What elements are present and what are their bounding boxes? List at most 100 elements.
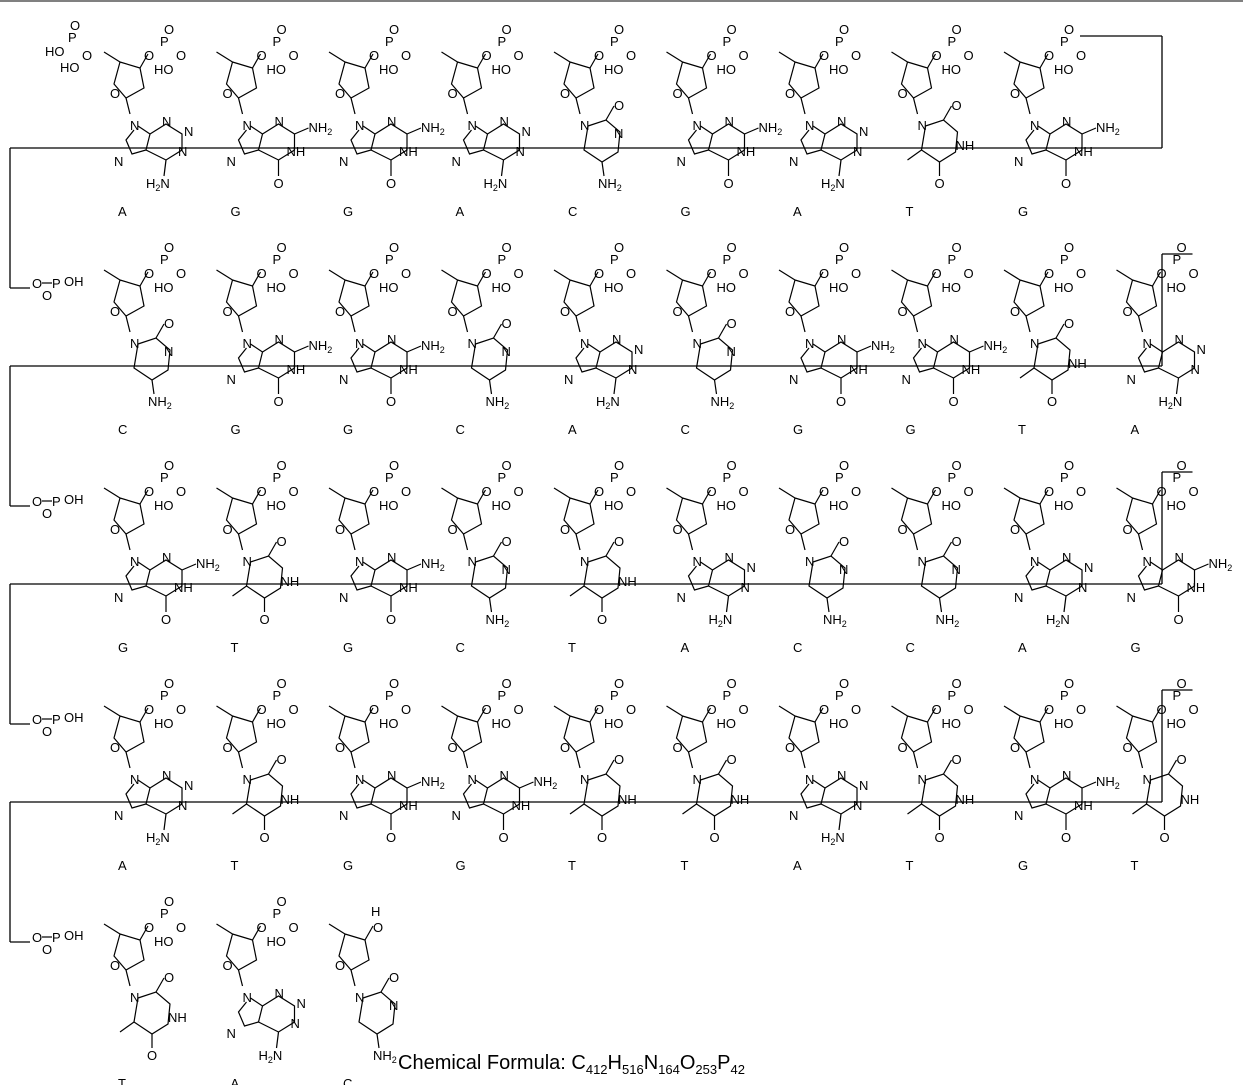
ester-oxygen: O: [144, 484, 154, 499]
phosphate-oxo: O: [952, 458, 962, 473]
chemical-formula: Chemical Formula: C412H516N164O253P42: [398, 1052, 745, 1077]
ester-oxygen: O: [1044, 48, 1054, 63]
phosphate-oxygen: O: [401, 484, 411, 499]
carbonyl-oxygen: O: [1174, 612, 1184, 627]
n1-atom: N: [918, 772, 927, 787]
n3-atom: N: [500, 768, 509, 783]
ester-oxygen: O: [257, 702, 267, 717]
phosphorus-atom: P: [68, 30, 77, 45]
carbonyl-bond: [1055, 323, 1065, 339]
phosphate-oxygen: O: [514, 702, 524, 717]
phosphate-oxo: O: [32, 930, 42, 945]
phosphorus-atom: P: [610, 252, 619, 267]
amine-bond: [376, 1033, 380, 1049]
ring-oxygen: O: [898, 86, 908, 101]
carbonyl-oxygen: O: [836, 394, 846, 409]
deoxyribose-ring: [1125, 715, 1158, 753]
ring-oxygen: O: [335, 86, 345, 101]
imidazole-ring: [1025, 125, 1051, 155]
deoxyribose-ring: [225, 933, 258, 971]
amine-group: NH2: [871, 338, 895, 355]
base-label: A: [456, 204, 465, 219]
n1b-atom: N: [1078, 580, 1087, 595]
n9-atom: N: [693, 118, 702, 133]
n1-atom: N: [580, 554, 589, 569]
phosphate-oxygen: O: [739, 266, 749, 281]
ester-oxygen: O: [369, 266, 379, 281]
c5-bond: [1003, 269, 1021, 281]
c3-o-bond: [814, 53, 824, 69]
methyl-bond: [907, 803, 922, 815]
c5-bond: [216, 51, 233, 63]
n3-atom: N: [387, 768, 396, 783]
n3-atom: N: [1062, 768, 1071, 783]
base-label: G: [456, 858, 466, 873]
c5-bond: [328, 923, 346, 935]
base-label: G: [231, 204, 241, 219]
phosphorus-atom: P: [160, 470, 169, 485]
phosphate-hydroxy: OH: [64, 274, 84, 289]
amine-group: H2N: [821, 176, 845, 193]
ring-oxygen: O: [335, 522, 345, 537]
n3-atom: N: [614, 126, 623, 141]
c5-bond: [666, 487, 683, 499]
nh-atom: NH: [174, 580, 193, 595]
c5-bond: [666, 269, 683, 281]
phosphorus-atom: P: [1060, 688, 1069, 703]
phosphate-oxo: O: [839, 240, 849, 255]
phosphate-oxygen: O: [42, 724, 52, 739]
ester-oxygen: O: [932, 702, 942, 717]
c5-bond: [441, 487, 458, 499]
amine-bond: [856, 345, 872, 353]
ester-oxygen: O: [144, 702, 154, 717]
ester-oxygen: O: [1157, 484, 1167, 499]
pyrimidine-ring: [820, 123, 858, 161]
phosphorus-atom: P: [385, 34, 394, 49]
imidazole-ring: [687, 561, 714, 591]
ester-oxygen: O: [819, 702, 829, 717]
imidazole-ring: [1137, 343, 1164, 373]
c3-o-bond: [139, 925, 149, 941]
n9-atom: N: [468, 118, 477, 133]
methyl-bond: [232, 803, 247, 815]
carbonyl-oxygen: O: [952, 534, 962, 549]
pyrimidine-ring: [145, 777, 183, 815]
c5-bond: [103, 51, 121, 63]
phosphate-hydroxy: HO: [942, 716, 962, 731]
n7-atom: N: [339, 590, 348, 605]
base-label: C: [793, 640, 802, 655]
amine-group: NH2: [598, 176, 622, 193]
carbonyl-bond: [492, 323, 503, 339]
base-label: G: [906, 422, 916, 437]
phosphate-oxo: O: [727, 458, 737, 473]
n9-atom: N: [468, 772, 477, 787]
phosphate-oxygen: O: [401, 702, 411, 717]
carbonyl-oxygen: O: [614, 98, 624, 113]
carbonyl-bond: [1167, 759, 1178, 775]
base-label: G: [343, 204, 353, 219]
imidazole-ring: [1137, 561, 1164, 591]
ester-oxygen: O: [1157, 266, 1167, 281]
nh-atom: NH: [618, 792, 637, 807]
ring-oxygen: O: [335, 958, 345, 973]
carbonyl-bond: [605, 541, 615, 557]
glycosidic-bond: [350, 751, 356, 769]
deoxyribose-ring: [1125, 279, 1158, 317]
phosphate-hydroxy: HO: [1054, 280, 1074, 295]
pyrimidine-ring: [370, 777, 408, 815]
phosphate-oxygen: O: [851, 48, 861, 63]
c5-bond: [778, 705, 796, 717]
amine-bond: [406, 345, 422, 353]
deoxyribose-ring: [900, 497, 933, 535]
phosphate-oxygen: O: [626, 266, 636, 281]
ring-oxygen: O: [560, 304, 570, 319]
